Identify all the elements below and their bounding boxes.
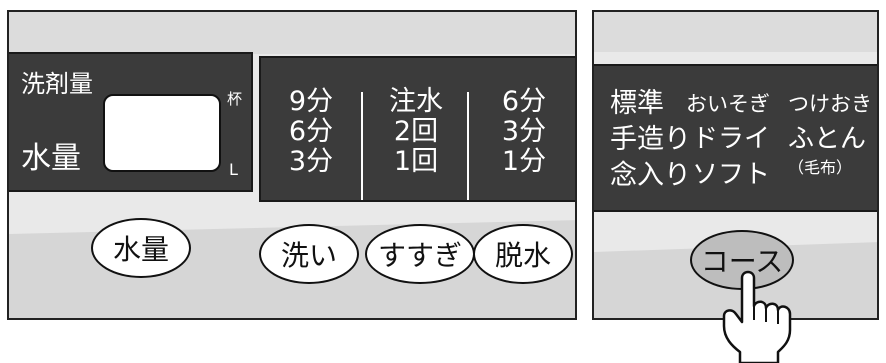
column-divider: [361, 92, 363, 200]
washer-control-panel-left: 洗剤量 水量 杯 L 9分 6分 3分 注水 2回 1回 6分 3分 1分 水量…: [7, 10, 577, 320]
water-level-display: 洗剤量 水量 杯 L: [9, 52, 253, 192]
spin-time-option: 6分: [501, 86, 547, 117]
time-settings-display: 9分 6分 3分 注水 2回 1回 6分 3分 1分: [259, 56, 575, 202]
water-level-button[interactable]: 水量: [91, 218, 191, 278]
wash-time-option: 3分: [288, 146, 334, 177]
course-soft: ソフト: [692, 160, 771, 190]
detergent-amount-label: 洗剤量: [21, 70, 93, 98]
rinse-option: 1回: [393, 146, 439, 177]
course-selection-display: 標準 おいそぎ つけおき 手造り ドライ ふとん 念入り ソフト （毛布）: [594, 64, 877, 212]
spin-time-option: 3分: [501, 116, 547, 147]
wash-time-column: 9分 6分 3分: [275, 88, 347, 178]
course-handmade: 手造り: [610, 124, 691, 155]
rinse-option: 2回: [393, 116, 439, 147]
spin-time-option: 1分: [501, 146, 547, 177]
course-soak: つけおき: [788, 92, 872, 116]
rinse-button[interactable]: すすぎ: [365, 224, 475, 284]
spin-time-column: 6分 3分 1分: [479, 88, 569, 178]
liter-unit-label: L: [229, 160, 238, 179]
wash-time-option: 6分: [288, 116, 334, 147]
rinse-option: 注水: [389, 86, 443, 117]
rinse-column: 注水 2回 1回: [369, 88, 463, 178]
column-divider: [467, 92, 469, 200]
spin-button[interactable]: 脱水: [473, 224, 573, 284]
water-amount-label: 水量: [21, 141, 81, 176]
washer-control-panel-right: 標準 おいそぎ つけおき 手造り ドライ ふとん 念入り ソフト （毛布） コー…: [592, 10, 879, 320]
water-level-lcd: [103, 94, 221, 172]
cup-unit-label: 杯: [227, 90, 243, 108]
course-quick: おいそぎ: [686, 92, 770, 116]
course-dry: ドライ: [692, 124, 771, 154]
wash-button[interactable]: 洗い: [259, 224, 359, 284]
wash-time-option: 9分: [288, 86, 334, 117]
course-futon: ふとん: [788, 124, 867, 154]
course-standard: 標準: [610, 88, 664, 119]
pointing-hand-icon: [722, 270, 792, 363]
course-blanket-note: （毛布）: [788, 158, 853, 177]
course-thorough: 念入り: [610, 160, 691, 191]
